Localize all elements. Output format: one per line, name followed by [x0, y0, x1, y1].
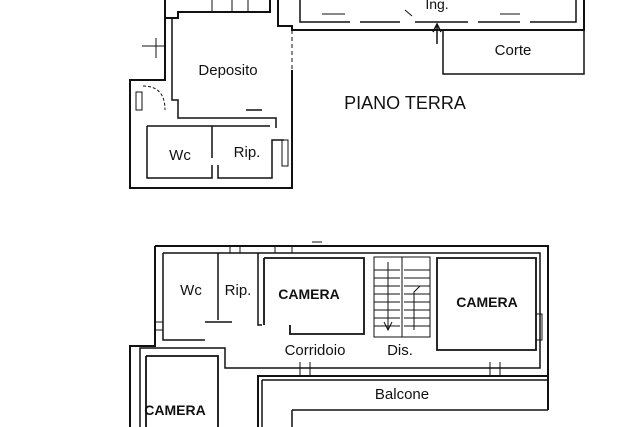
ground-top-inner-box: [211, 0, 249, 12]
ground-right-block-walls: [277, 0, 585, 31]
label-ingresso: Ing.: [425, 0, 448, 12]
ground-window-right: [281, 139, 289, 167]
ground-window-left: [135, 91, 143, 111]
stair-treads-left: [374, 269, 400, 327]
camera-right-window: [535, 313, 543, 341]
label-first-rip: Rip.: [225, 282, 252, 299]
label-first-wc: Wc: [180, 282, 202, 299]
label-disimpegno: Dis.: [387, 342, 413, 359]
first-wc-rip-walls: [205, 253, 262, 326]
ground-left-inner-outline: [171, 18, 277, 128]
ground-left-outer-walls: [129, 0, 293, 189]
courtyard-outline: [442, 30, 585, 75]
label-corte: Corte: [495, 42, 532, 59]
label-ground-rip: Rip.: [234, 144, 261, 161]
survey-mark: [142, 38, 164, 58]
label-ground-wc: Wc: [169, 147, 191, 164]
first-floor-inner-outline: [139, 252, 541, 427]
label-corridoio: Corridoio: [285, 342, 346, 359]
stair-arrow: [383, 262, 421, 332]
wc-rip-walls: [146, 125, 284, 179]
staircase: [373, 256, 431, 338]
camera-right-walls: [436, 257, 537, 351]
ground-floor-plan: [129, 0, 585, 189]
label-camera-bottom-left: CAMERA: [144, 402, 205, 418]
camera-center-walls: [263, 257, 365, 335]
entrance-arrow: [432, 22, 442, 44]
ground-right-block-details: [322, 9, 520, 17]
ground-door-swing: [142, 85, 166, 111]
page-title: PIANO TERRA: [344, 93, 466, 113]
camera-bottom-left-walls: [145, 355, 219, 427]
label-camera-right: CAMERA: [456, 294, 517, 310]
first-floor-plan: [129, 241, 549, 427]
ground-right-block-inner-wall: [299, 0, 577, 23]
label-camera-center: CAMERA: [278, 286, 339, 302]
label-balcone: Balcone: [375, 386, 429, 403]
first-floor-outer-walls: [129, 245, 549, 427]
first-floor-window-marks: [155, 241, 501, 376]
balcony-outline: [261, 379, 548, 427]
label-deposito: Deposito: [198, 62, 257, 79]
stair-treads-right: [404, 269, 430, 327]
